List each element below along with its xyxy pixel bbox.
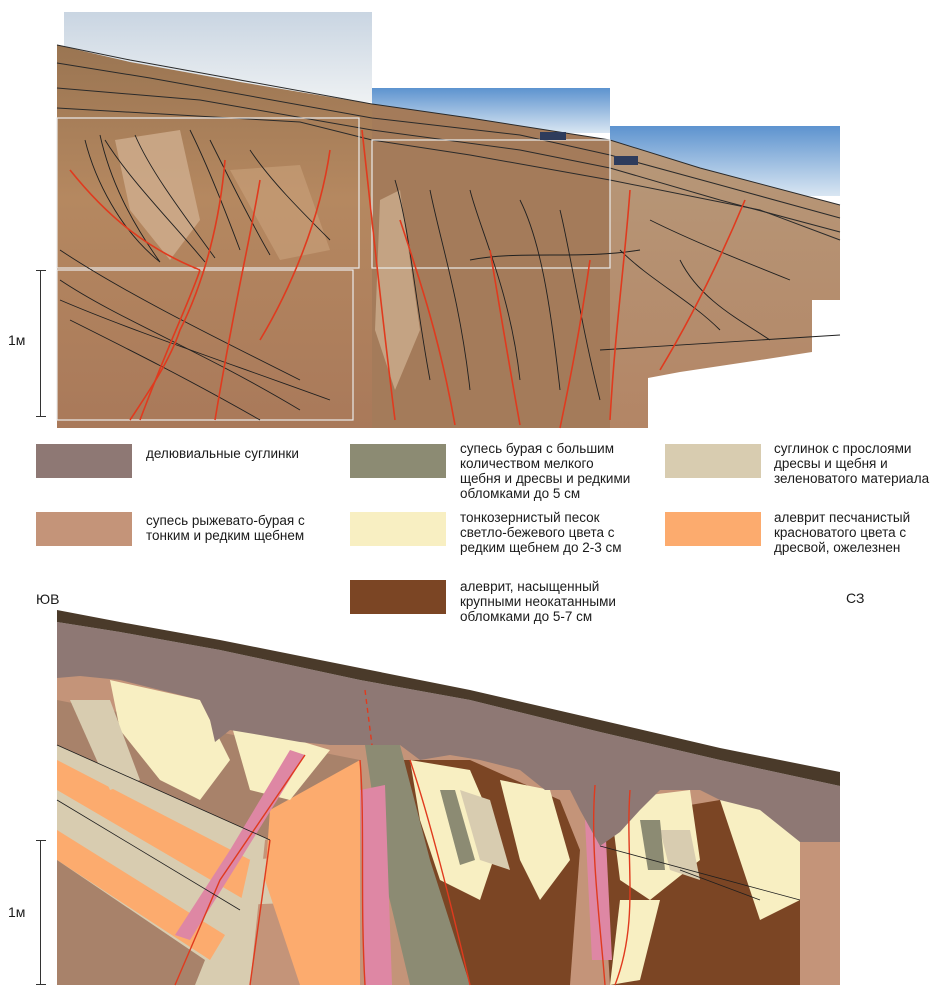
- scale-bar-bottom: [36, 840, 46, 985]
- scale-label-bottom: 1м: [8, 904, 25, 920]
